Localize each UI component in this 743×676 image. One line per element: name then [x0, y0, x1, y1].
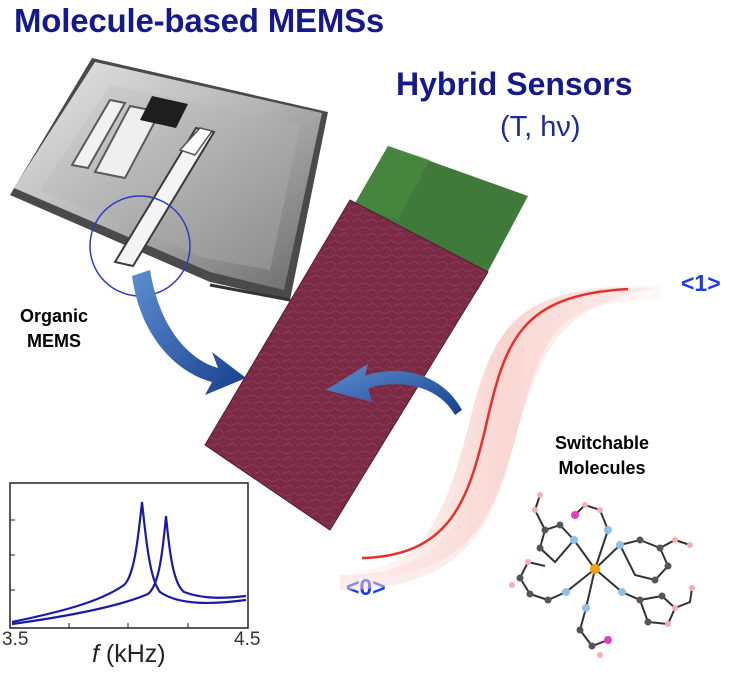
organic-mems-label: Organic MEMS: [20, 304, 88, 354]
spectrum-xtick-min: 3.5: [2, 629, 29, 650]
state-one-label: <1>: [681, 270, 721, 296]
spectrum-peak-label-zero: <0>: [99, 488, 129, 507]
state-zero-label: <0>: [346, 574, 386, 600]
spectrum-peak-one: [11, 515, 247, 626]
subtitle-params: (T, hν): [500, 111, 581, 143]
spectrum-xaxis-unit: (kHz): [98, 640, 166, 668]
spectrum-peak-label-one: <1>: [165, 491, 195, 510]
switchable-molecules-label-line1: Switchable: [555, 433, 650, 453]
switchable-molecules-label: Switchable Molecules: [555, 431, 649, 481]
subtitle: Hybrid Sensors: [396, 66, 633, 102]
spectrum-peak-zero: [11, 501, 247, 624]
resonance-spectrum: [9, 482, 249, 629]
switchable-molecules-label-line2: Molecules: [558, 458, 646, 478]
hybrid-film-image: [204, 146, 528, 531]
molecules-to-film-arrow: [326, 364, 462, 415]
organic-mems-label-line1: Organic: [20, 306, 89, 326]
molecule-atoms: [509, 492, 695, 658]
organic-mems-label-line2: MEMS: [27, 331, 82, 351]
page-title: Molecule-based MEMSs: [14, 2, 385, 39]
spectrum-xtick-max: 4.5: [234, 629, 261, 650]
mems-chip-image: [10, 58, 328, 302]
mems-to-film-arrow: [132, 270, 246, 395]
molecule-structure-image: [518, 494, 693, 648]
spectrum-xaxis-var: f: [92, 640, 99, 668]
spectrum-xaxis-label: f (kHz): [92, 640, 166, 669]
